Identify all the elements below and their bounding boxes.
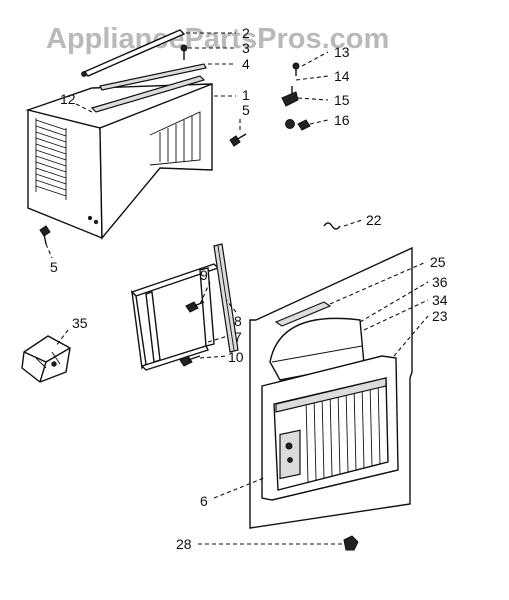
callout-7: 7 [234,329,242,345]
callout-35: 35 [72,315,88,331]
front-grille-part-23[interactable] [261,355,399,501]
callout-8: 8 [234,313,242,329]
washer-part-16[interactable] [285,119,311,131]
screw-part-10[interactable] [179,355,201,367]
screw-part-28[interactable] [343,535,359,551]
filter-part-34[interactable] [269,317,365,381]
screw-part-13[interactable] [292,62,300,76]
callout-16: 16 [334,112,350,128]
callout-9: 9 [200,267,208,283]
callout-14: 14 [334,68,350,84]
callout-labels: 2 3 4 1 5 12 13 14 15 16 5 22 25 36 34 2… [50,25,448,552]
callout-5-upper: 5 [242,102,250,118]
callout-1: 1 [242,87,250,103]
bar-part-25[interactable] [274,301,332,327]
watermark-text: AppliancePartsPros.com [46,23,389,55]
bracket-part-35[interactable] [21,335,71,383]
cabinet-part-12[interactable] [25,75,213,240]
screw-part-5-upper[interactable] [229,133,247,147]
front-assembly-outline [249,246,413,529]
screw-part-9[interactable] [185,301,205,313]
callout-10: 10 [228,349,244,365]
leader-lines [45,32,429,545]
screw-part-5-lower[interactable] [39,225,51,245]
curtain-frame-assembly[interactable] [130,243,239,371]
callout-12: 12 [60,91,76,107]
callout-23: 23 [432,308,448,324]
rail-part-2[interactable] [81,29,186,77]
callout-13: 13 [334,44,350,60]
clip-part-15[interactable] [281,86,299,107]
callout-25: 25 [430,254,446,270]
callout-5-lower: 5 [50,259,58,275]
callout-34: 34 [432,292,448,308]
callout-28: 28 [176,536,192,552]
callout-22: 22 [366,212,382,228]
callout-2: 2 [242,25,250,41]
callout-15: 15 [334,92,350,108]
spring-part-22[interactable] [323,222,341,230]
callout-4: 4 [242,56,250,72]
callout-6: 6 [200,493,208,509]
screw-part-3[interactable] [180,44,188,60]
rail-part-4[interactable] [99,63,207,91]
callout-36: 36 [432,274,448,290]
callout-3: 3 [242,40,250,56]
